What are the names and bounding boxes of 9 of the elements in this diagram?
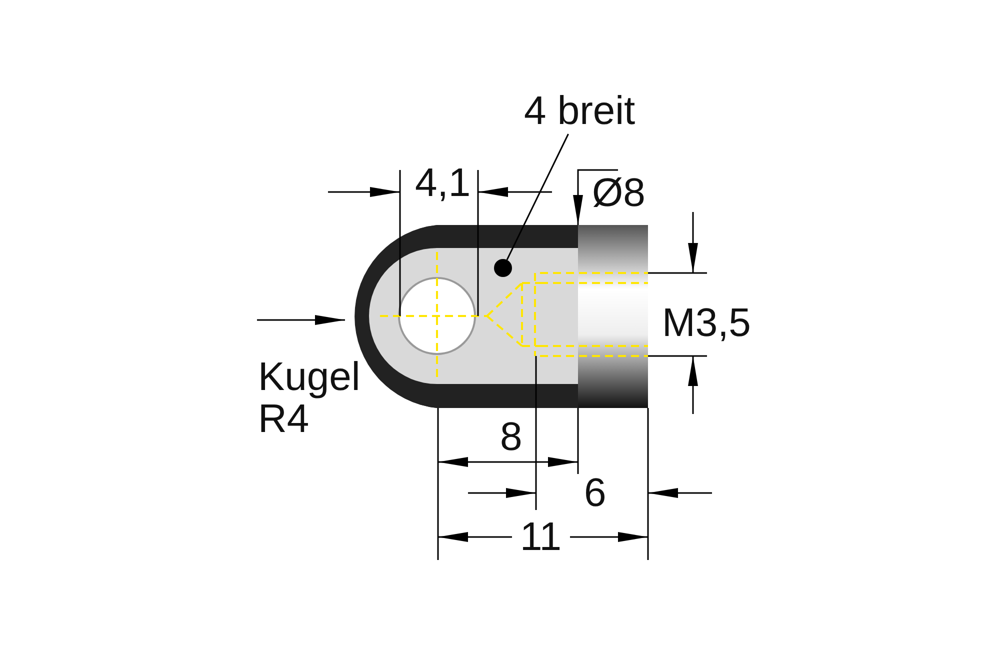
dimension-text: 8 (500, 416, 522, 458)
part-label: Kugel R4 (258, 356, 362, 440)
leader-line (506, 134, 569, 260)
dimension-text: M3,5 (662, 302, 751, 344)
dimension-text: Ø8 (592, 172, 646, 214)
dimension-text: 11 (520, 516, 562, 558)
callout-text: 4 breit (524, 90, 636, 132)
dimension-text: 6 (584, 472, 606, 514)
dimension-text: 4,1 (415, 162, 471, 204)
